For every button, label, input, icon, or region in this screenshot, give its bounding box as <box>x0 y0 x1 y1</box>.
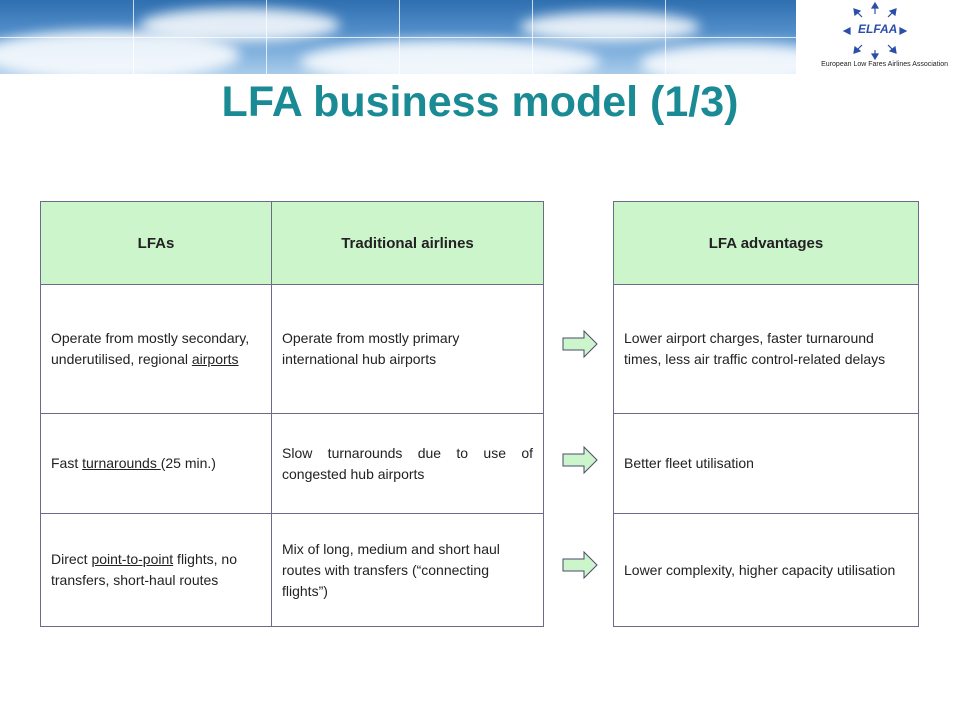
page-title: LFA business model (1/3) <box>221 78 739 126</box>
airports-link[interactable]: airports <box>191 351 239 367</box>
right-arrow-icon <box>562 446 598 474</box>
sky-banner <box>0 0 796 74</box>
table-row: Fast turnarounds (25 min.) Slow turnarou… <box>40 413 544 514</box>
advantages-table: LFA advantages Lower airport charges, fa… <box>613 201 919 627</box>
comparison-table: LFAs Traditional airlines Operate from m… <box>40 201 544 627</box>
lfa-cell: Operate from mostly secondary, underutil… <box>40 284 272 414</box>
traditional-cell: Operate from mostly primary internationa… <box>271 284 544 414</box>
point-to-point-link[interactable]: point-to-point <box>91 551 174 567</box>
advantage-cell: Lower airport charges, faster turnaround… <box>613 284 919 414</box>
header-traditional: Traditional airlines <box>271 201 544 285</box>
table-row: Better fleet utilisation <box>613 413 919 514</box>
right-arrow-icon <box>562 330 598 358</box>
lfa-cell: Fast turnarounds (25 min.) <box>40 413 272 514</box>
table-row: Operate from mostly secondary, underutil… <box>40 284 544 414</box>
lfa-cell: Direct point-to-point flights, no transf… <box>40 513 272 627</box>
traditional-cell: Mix of long, medium and short haul route… <box>271 513 544 627</box>
header-advantages: LFA advantages <box>613 201 919 285</box>
table-header-row: LFA advantages <box>613 201 919 285</box>
right-arrow-icon <box>562 551 598 579</box>
advantage-cell: Lower complexity, higher capacity utilis… <box>613 513 919 627</box>
table-header-row: LFAs Traditional airlines <box>40 201 544 285</box>
table-row: Lower airport charges, faster turnaround… <box>613 284 919 414</box>
org-name: European Low Fares Airlines Association <box>821 61 948 68</box>
turnarounds-link[interactable]: turnarounds <box>82 455 161 471</box>
org-logo-area: ELFAA European Low Fares Airlines Associ… <box>800 0 960 76</box>
table-row: Direct point-to-point flights, no transf… <box>40 513 544 627</box>
traditional-cell: Slow turnarounds due to use of congested… <box>271 413 544 514</box>
advantage-cell: Better fleet utilisation <box>613 413 919 514</box>
table-row: Lower complexity, higher capacity utilis… <box>613 513 919 627</box>
logo-wordmark: ELFAA <box>858 22 898 36</box>
header-lfas: LFAs <box>40 201 272 285</box>
elfaa-logo <box>842 2 908 60</box>
